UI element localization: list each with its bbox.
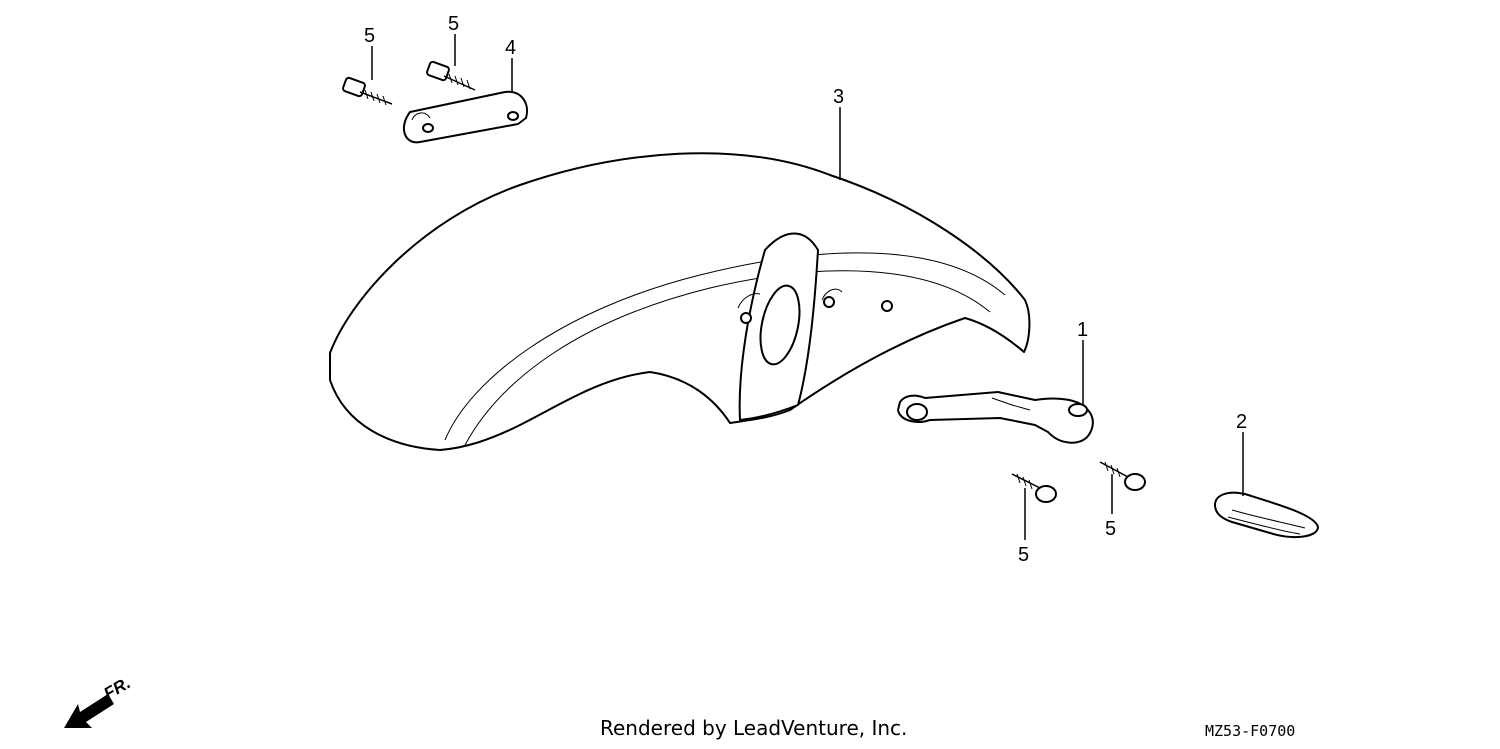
leader-lines (371, 34, 1244, 540)
callout-part-2: 2 (1236, 411, 1247, 433)
front-direction-arrow-icon: FR. (64, 673, 134, 728)
callout-part-5-bottom-left: 5 (1018, 544, 1029, 566)
bolt-top-left[interactable] (342, 76, 393, 106)
callout-part-3: 3 (833, 86, 844, 108)
bolt-bottom-left[interactable] (1011, 473, 1057, 503)
hose-grommet[interactable] (1214, 491, 1319, 539)
hose-bracket[interactable] (897, 391, 1094, 444)
callout-part-4: 4 (505, 37, 516, 59)
diagram-code: MZ53-F0700 (1205, 722, 1296, 740)
callout-part-5-top-left: 5 (364, 25, 375, 47)
callout-part-1: 1 (1077, 319, 1088, 341)
fender-brace[interactable] (402, 90, 528, 144)
bolt-bottom-right[interactable] (1099, 461, 1146, 491)
bolt-top-center[interactable] (426, 60, 476, 91)
front-fender[interactable] (329, 152, 1031, 451)
callout-part-5-bottom-right: 5 (1105, 518, 1116, 540)
callout-part-5-top-center: 5 (448, 13, 459, 35)
render-credit: Rendered by LeadVenture, Inc. (600, 716, 908, 740)
